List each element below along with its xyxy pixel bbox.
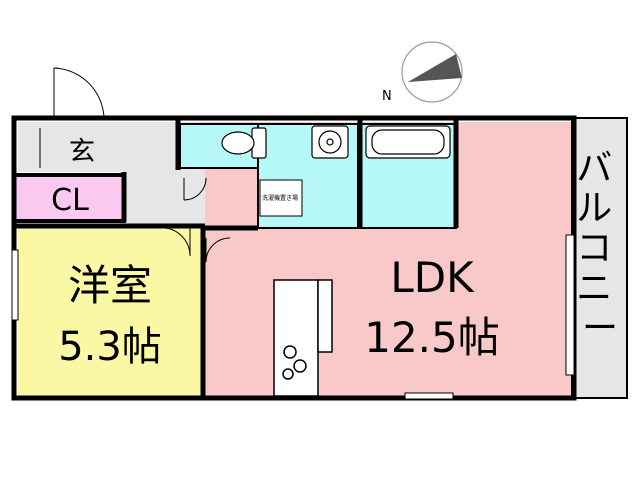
- ldk-name: LDK: [390, 253, 475, 302]
- balcony-char: ニ: [576, 268, 612, 309]
- ldk-size: 12.5帖: [364, 313, 500, 362]
- wash-basin: [311, 125, 349, 159]
- compass-needle: [408, 54, 462, 82]
- windows: [11, 234, 575, 400]
- entrance-area: [18, 122, 120, 172]
- washer-space-label: 洗濯機置き場: [262, 194, 298, 202]
- balcony-char: バ: [576, 148, 612, 189]
- closet-label: CL: [51, 183, 89, 218]
- entry-door: [53, 67, 105, 120]
- closet-area: [12, 173, 126, 223]
- washer-space: 洗濯機置き場: [259, 179, 303, 217]
- entrance-label: 玄: [69, 137, 95, 167]
- balcony-char: コ: [576, 228, 612, 269]
- western-room-name: 洋室: [68, 261, 152, 310]
- compass-north-label: N: [382, 89, 392, 104]
- bathtub: [365, 125, 451, 159]
- compass: N: [382, 41, 463, 104]
- interior-doors: [159, 177, 231, 263]
- balcony-label: バ ル コ ニ ー: [576, 148, 623, 349]
- western-room-size: 5.3帖: [58, 324, 162, 370]
- interior-walls: [14, 120, 459, 398]
- western-room-area: [18, 226, 201, 396]
- kitchen-counter: [273, 279, 333, 397]
- balcony-char: ー: [582, 308, 618, 349]
- balcony-char: ル: [576, 188, 612, 229]
- toilet-fixture: [221, 127, 267, 159]
